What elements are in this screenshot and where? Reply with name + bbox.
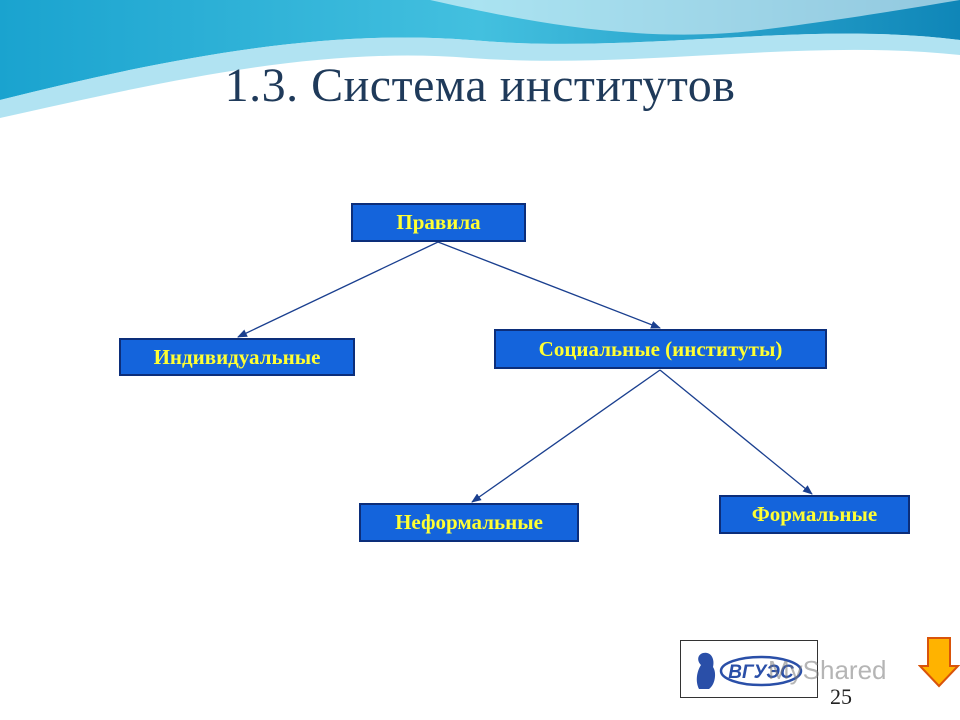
watermark-text: MyShared: [768, 655, 887, 685]
university-logo: ВГУЭС: [680, 640, 818, 698]
header-wave-decoration: [0, 0, 960, 118]
node-rules: Правила: [351, 203, 526, 242]
edge-root-individual: [237, 241, 439, 338]
node-individual: Индивидуальные: [119, 338, 355, 376]
node-social: Социальные (институты): [494, 329, 827, 369]
edge-root-social: [437, 241, 661, 329]
node-informal: Неформальные: [359, 503, 579, 542]
slide-title: 1.3. Система институтов: [224, 59, 736, 112]
edge-social-informal: [471, 369, 661, 503]
page-number: 25: [830, 684, 852, 709]
next-slide-arrow-icon[interactable]: [918, 636, 960, 688]
svg-text:ВГУЭС: ВГУЭС: [728, 662, 794, 683]
node-formal: Формальные: [719, 495, 910, 534]
edge-social-formal: [659, 369, 813, 495]
